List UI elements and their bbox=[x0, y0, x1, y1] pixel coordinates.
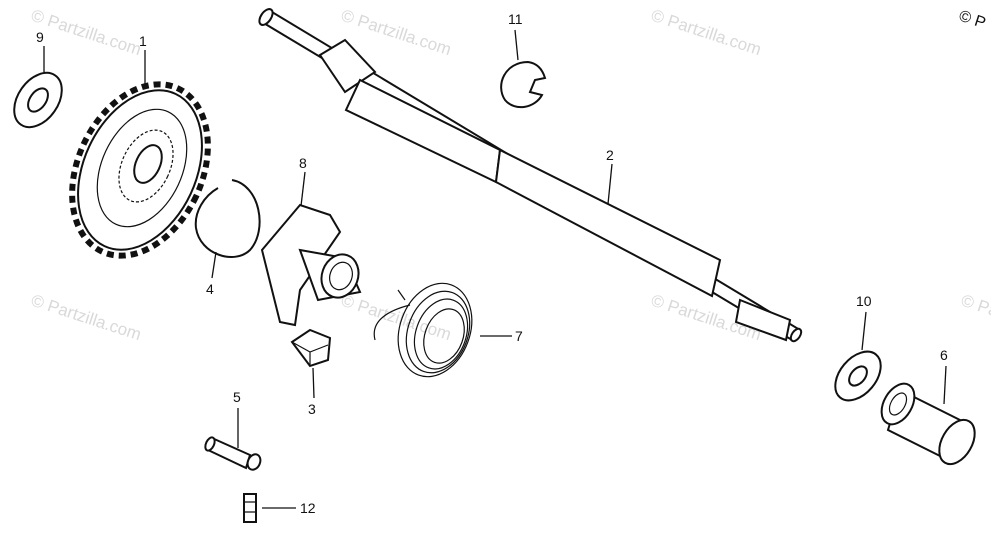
callout-5: 5 bbox=[233, 389, 241, 405]
callout-11: 11 bbox=[508, 11, 523, 27]
part-8-ratchet bbox=[260, 203, 362, 327]
part-4-circlip bbox=[194, 179, 261, 258]
callout-12: 12 bbox=[300, 500, 316, 516]
watermark: © Partzilla.com bbox=[649, 6, 764, 59]
watermark: © Partzilla.com bbox=[959, 291, 991, 344]
callout-9: 9 bbox=[36, 29, 44, 45]
watermark: © Partzilla.com bbox=[339, 291, 454, 344]
callout-7: 7 bbox=[515, 328, 523, 344]
copyright-corner: © P bbox=[957, 8, 988, 32]
watermark: © Partzilla.com bbox=[29, 6, 144, 59]
callout-2: 2 bbox=[606, 147, 614, 163]
part-10-washer bbox=[834, 350, 882, 402]
callout-1: 1 bbox=[139, 33, 147, 49]
part-7-spring bbox=[373, 282, 473, 378]
callout-labels: 9 1 4 8 3 2 11 7 5 10 6 12 bbox=[36, 11, 948, 516]
part-12-pin bbox=[243, 493, 257, 523]
callout-6: 6 bbox=[940, 347, 948, 363]
part-3-block bbox=[290, 328, 332, 368]
callout-8: 8 bbox=[299, 155, 307, 171]
part-11-eclip bbox=[500, 60, 547, 109]
part-9-washer bbox=[13, 71, 63, 129]
callout-3: 3 bbox=[308, 401, 316, 417]
part-2-shaft bbox=[258, 8, 803, 343]
callout-4: 4 bbox=[206, 281, 214, 297]
callout-10: 10 bbox=[856, 293, 872, 309]
part-5-pin bbox=[204, 436, 262, 471]
watermark: © Partzilla.com bbox=[29, 291, 144, 344]
leader-lines bbox=[43, 29, 947, 509]
part-6-bushing bbox=[880, 382, 976, 466]
part-1-gear bbox=[69, 81, 211, 259]
